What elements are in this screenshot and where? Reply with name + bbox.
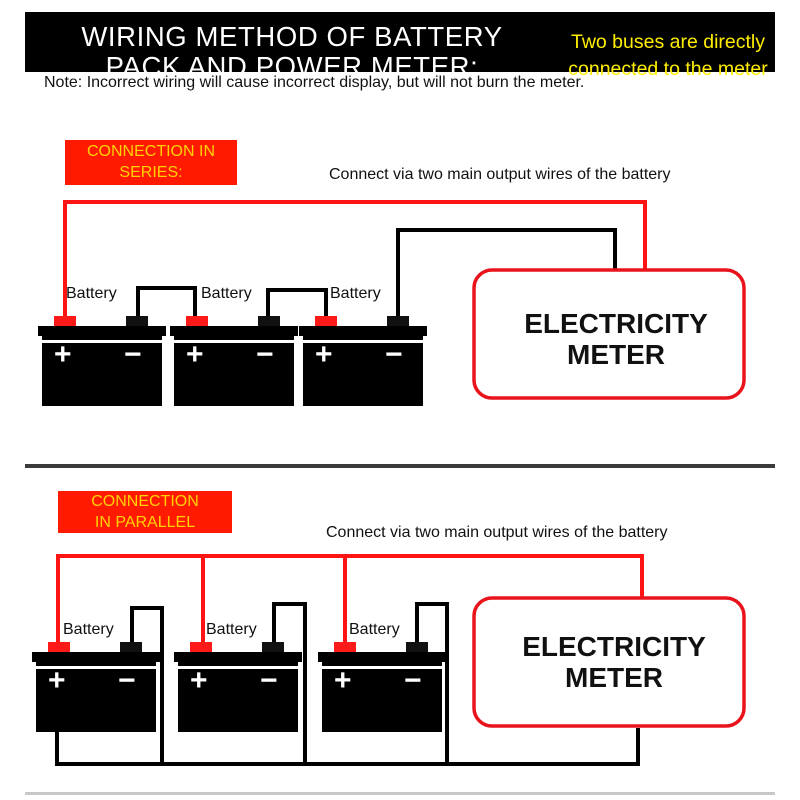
series-tag-line-2: SERIES: [119, 164, 183, 181]
title-line-2: PACK AND POWER METER: [105, 51, 479, 82]
series-diagram: + − + − + − Battery Battery Battery ELEC… [38, 200, 746, 406]
series-electricity-meter [472, 268, 746, 400]
plus-symbol: + [334, 664, 352, 697]
battery-label: Battery [206, 621, 257, 638]
minus-symbol: − [256, 338, 274, 371]
series-positive-wire [63, 200, 647, 316]
series-jumper-1 [136, 286, 197, 316]
battery-label: Battery [66, 285, 117, 302]
wiring-note: Note: Incorrect wiring will cause incorr… [44, 74, 585, 91]
plus-symbol: + [48, 664, 66, 697]
parallel-tag-line-2: IN PARALLEL [94, 514, 196, 531]
minus-symbol: − [385, 338, 403, 371]
plus-symbol: + [54, 338, 72, 371]
callout-line-2: connected to the meter [568, 58, 768, 80]
series-negative-wire [396, 228, 617, 316]
parallel-positive-bus [56, 554, 644, 642]
parallel-connection-tag: CONNECTION IN PARALLEL [58, 491, 232, 533]
series-battery-3: + − [299, 316, 427, 406]
title-line-1: WIRING METHOD OF BATTERY [81, 21, 503, 52]
parallel-negative-drop-3 [415, 602, 449, 764]
section-divider [25, 464, 775, 468]
minus-symbol: − [118, 664, 136, 697]
series-battery-1: + − [38, 316, 166, 406]
page-title: WIRING METHOD OF BATTERY PACK AND POWER … [52, 22, 532, 82]
minus-symbol: − [260, 664, 278, 697]
meter-label-line-2: METER [565, 662, 663, 693]
bottom-divider [25, 792, 775, 795]
meter-label-line-1: ELECTRICITY [524, 308, 708, 339]
battery-label: Battery [330, 285, 381, 302]
plus-symbol: + [186, 338, 204, 371]
meter-label-line-1: ELECTRICITY [522, 631, 706, 662]
battery-label: Battery [201, 285, 252, 302]
parallel-negative-drop-2 [272, 602, 307, 764]
plus-symbol: + [315, 338, 333, 371]
callout-line-1: Two buses are directly [570, 31, 765, 53]
series-connection-tag: CONNECTION IN SERIES: [65, 140, 237, 185]
header-callout: Two buses are directly connected to the … [540, 29, 796, 83]
parallel-battery-2: + − [174, 642, 302, 732]
minus-symbol: − [124, 338, 142, 371]
header-banner: WIRING METHOD OF BATTERY PACK AND POWER … [25, 12, 775, 82]
parallel-tag-line-1: CONNECTION [91, 493, 199, 510]
series-jumper-2 [266, 288, 328, 316]
series-caption: Connect via two main output wires of the… [329, 166, 671, 183]
parallel-negative-drop-1 [130, 606, 164, 764]
parallel-diagram: + − + − + − Battery Battery Battery ELEC… [32, 554, 746, 766]
meter-label-line-2: METER [567, 339, 665, 370]
parallel-battery-1: + − [32, 642, 160, 732]
parallel-negative-bus [55, 724, 640, 766]
minus-symbol: − [404, 664, 422, 697]
series-tag-line-1: CONNECTION IN [87, 143, 215, 160]
battery-label: Battery [349, 621, 400, 638]
parallel-electricity-meter [472, 596, 746, 728]
parallel-caption: Connect via two main output wires of the… [326, 524, 668, 541]
plus-symbol: + [190, 664, 208, 697]
series-battery-2: + − [170, 316, 298, 406]
battery-label: Battery [63, 621, 114, 638]
parallel-battery-3: + − [318, 642, 446, 732]
